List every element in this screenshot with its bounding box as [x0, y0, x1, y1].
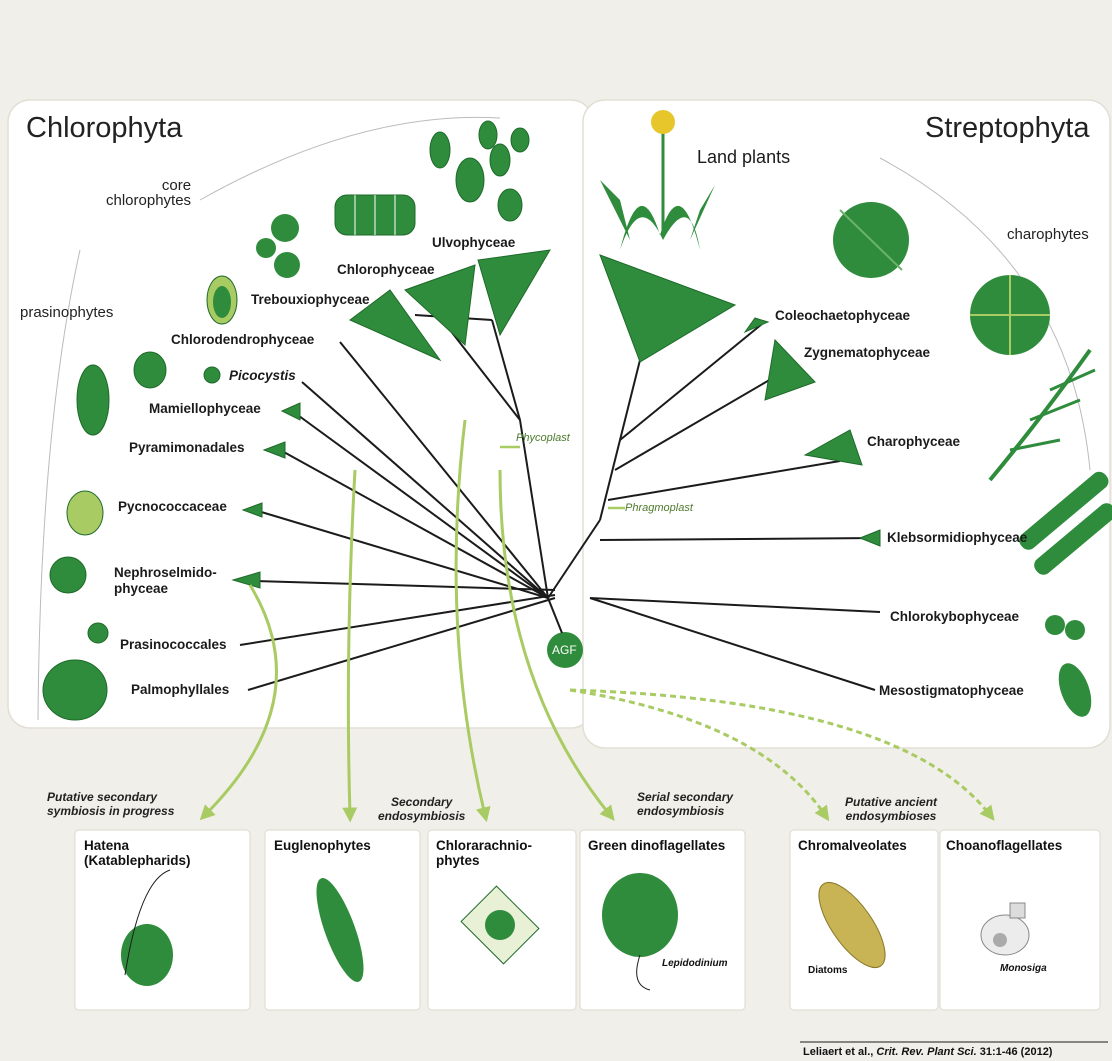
- chlorophyta-header: Chlorophyta: [26, 112, 182, 145]
- charophyceae-label: Charophyceae: [867, 434, 960, 449]
- pycnococcaceae-label: Pycnococcaceae: [118, 499, 227, 514]
- panel-title-hatena: Hatena (Katablepharids): [84, 838, 191, 868]
- citation-ref: 31:1-46 (2012): [980, 1046, 1053, 1058]
- symbiont-panels: [75, 830, 1100, 1010]
- coleochaetophyceae-label: Coleochaetophyceae: [775, 308, 910, 323]
- chlorokybophyceae-label: Chlorokybophyceae: [890, 609, 1019, 624]
- core-chlorophytes-label: core chlorophytes: [106, 178, 191, 208]
- phycoplast-label: Phycoplast: [516, 432, 570, 444]
- putative-secondary-caption: Putative secondary symbiosis in progress: [47, 790, 174, 818]
- mamiellophyceae-label: Mamiellophyceae: [149, 401, 261, 416]
- panel-title-chlorarachniophytes: Chlorarachnio- phytes: [436, 838, 532, 868]
- putative-ancient-caption: Putative ancient endosymbioses: [845, 795, 937, 823]
- citation-journal: Crit. Rev. Plant Sci.: [876, 1046, 976, 1058]
- chlorodendrophyceae-illustration: [207, 276, 237, 324]
- picocystis-label: Picocystis: [229, 368, 296, 383]
- citation-authors: Leliaert et al.,: [803, 1046, 873, 1058]
- phragmoplast-label: Phragmoplast: [625, 502, 693, 514]
- trebouxiophyceae-label: Trebouxiophyceae: [251, 292, 370, 307]
- secondary-caption: Secondary endosymbiosis: [378, 795, 465, 823]
- streptophyta-header: Streptophyta: [925, 112, 1089, 145]
- charophytes-label: charophytes: [1007, 227, 1089, 242]
- panel-sub-monosiga: Monosiga: [1000, 963, 1047, 974]
- ulvophyceae-label: Ulvophyceae: [432, 235, 515, 250]
- klebsormidiophyceae-label: Klebsormidiophyceae: [887, 530, 1027, 545]
- land-plants-label: Land plants: [697, 147, 790, 168]
- panel-title-choanoflagellates: Choanoflagellates: [946, 838, 1062, 853]
- mesostigmatophyceae-label: Mesostigmatophyceae: [879, 683, 1024, 698]
- chlorophyceae-illustration: [335, 195, 415, 235]
- panel-title-green-dinoflagellates: Green dinoflagellates: [588, 838, 725, 853]
- pyramimonadales-label: Pyramimonadales: [129, 440, 245, 455]
- prasinophytes-label: prasinophytes: [20, 305, 113, 320]
- root-node-label: AGF: [552, 643, 577, 657]
- chlorophyceae-label: Chlorophyceae: [337, 262, 435, 277]
- citation: Leliaert et al., Crit. Rev. Plant Sci. 3…: [803, 1046, 1052, 1058]
- panel-sub-lepidodinium: Lepidodinium: [662, 958, 728, 969]
- chlorodendrophyceae-label: Chlorodendrophyceae: [171, 332, 314, 347]
- palmophyllales-label: Palmophyllales: [131, 682, 229, 697]
- nephroselmidophyceae-label: Nephroselmido- phyceae: [114, 565, 217, 597]
- prasinococcales-label: Prasinococcales: [120, 637, 227, 652]
- panel-title-chromalveolates: Chromalveolates: [798, 838, 907, 853]
- panel-title-euglenophytes: Euglenophytes: [274, 838, 371, 853]
- serial-secondary-caption: Serial secondary endosymbiosis: [637, 790, 733, 818]
- zygnematophyceae-label: Zygnematophyceae: [804, 345, 930, 360]
- panel-sub-diatoms: Diatoms: [808, 965, 847, 976]
